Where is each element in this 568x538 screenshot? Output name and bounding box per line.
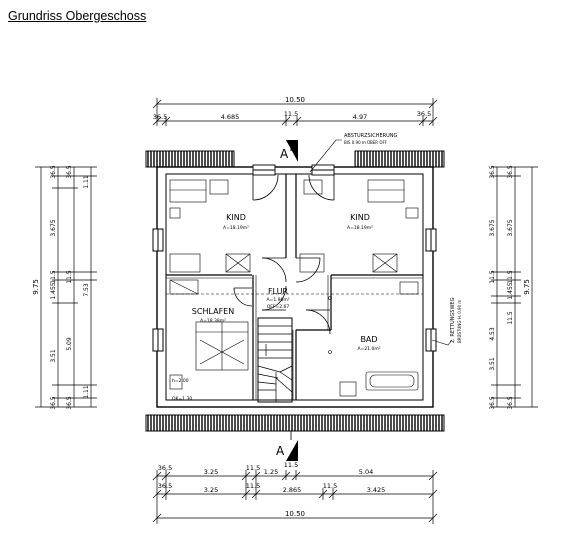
schlafen-note-1: h=2.00 xyxy=(172,378,189,384)
dim-bot1-wall: 36.5 xyxy=(158,464,172,472)
dim-bot2-e: 3.425 xyxy=(367,486,386,494)
dim-bot-total: 10.50 xyxy=(285,510,305,518)
dim-left-a3: 3.675 xyxy=(50,219,57,236)
interior-walls xyxy=(166,174,423,400)
room-bad-area: A=21.0m² xyxy=(357,346,380,352)
dim-left-a4: 11.5 xyxy=(50,270,57,284)
dim-right-a3: 11.5 xyxy=(489,270,496,284)
staircase xyxy=(257,317,293,403)
dim-top-right-wall: 36.5 xyxy=(417,110,431,118)
left-dimension-chain xyxy=(35,166,97,408)
roof-band-top-left xyxy=(145,150,235,168)
dim-right-a4: 4.53 xyxy=(489,327,496,341)
callout-rettungsweg xyxy=(431,339,453,346)
top-dimension-chain xyxy=(152,98,438,126)
gable-windows-top xyxy=(252,164,335,176)
dim-top-right: 4.97 xyxy=(353,113,367,121)
dim-right-b3: 11.5 xyxy=(507,270,514,284)
dim-right-a6: 36.5 xyxy=(489,396,496,410)
dim-right-a2: 3.675 xyxy=(489,219,496,236)
dim-right-b2: 3.675 xyxy=(507,219,514,236)
furniture-bad xyxy=(328,281,419,397)
absturz-title: ABSTURZSICHERUNG xyxy=(344,133,397,139)
room-schlafen-label: SCHLAFEN xyxy=(192,307,234,316)
dim-right-b5: 11.5 xyxy=(507,311,514,325)
rettungsweg-title: 2. RETTUNGSWEG xyxy=(450,297,456,343)
room-kind-left-label: KIND xyxy=(226,213,246,222)
outer-walls xyxy=(156,166,434,408)
dim-bot2-b: 11.5 xyxy=(246,482,260,490)
furniture-kind-right xyxy=(299,179,419,273)
dim-left-a2: 1.11 xyxy=(83,175,90,189)
section-marker-top-label: A xyxy=(280,147,289,161)
bottom-dimension-chain xyxy=(152,470,438,524)
dim-right-a5: 3.51 xyxy=(489,357,496,371)
page-title: Grundriss Obergeschoss xyxy=(8,9,147,23)
dim-top-total: 10.50 xyxy=(285,96,305,104)
callout-absturzsicherung xyxy=(309,139,342,173)
room-flur-opening: OFF=2.67 xyxy=(267,304,290,310)
rettungsweg-note: BRÜSTUNG H. 0.90 m xyxy=(457,300,462,343)
dim-top-mid: 11.5 xyxy=(284,110,298,118)
absturz-note: BIS 0.90 m ÜBER OFF xyxy=(344,140,388,145)
room-kind-right-area: A=18.19m² xyxy=(347,225,373,231)
dim-bot1-e: 5.04 xyxy=(359,468,373,476)
dim-left-b3: 36.5 xyxy=(66,165,73,179)
section-marker-top: A xyxy=(280,140,298,162)
dim-top-left: 4.685 xyxy=(221,113,240,121)
roof-band-bottom xyxy=(145,414,445,432)
dim-bot1-b: 11.5 xyxy=(246,464,260,472)
dim-left-total: 9.75 xyxy=(32,279,40,295)
schlafen-note-2: OK=1.30 xyxy=(172,396,192,402)
dim-left-a1: 36.5 xyxy=(50,165,57,179)
dim-left-a8: 1.11 xyxy=(83,385,90,399)
right-dimension-chain xyxy=(491,166,538,408)
room-bad-label: BAD xyxy=(360,335,377,344)
dim-left-b1: 7.53 xyxy=(83,283,90,297)
room-kind-left-area: A=18.19m² xyxy=(223,225,249,231)
room-kind-right-label: KIND xyxy=(350,213,370,222)
room-flur-area: A=1.96m² xyxy=(266,297,289,303)
dim-left-b2: 11.5 xyxy=(66,270,73,284)
dim-right-b1: 36.5 xyxy=(507,165,514,179)
section-marker-bottom-label: A xyxy=(276,444,285,458)
roof-band-top-right xyxy=(354,150,445,168)
dim-bot2-wall: 36.5 xyxy=(158,482,172,490)
dim-bot2-c: 2.865 xyxy=(283,486,302,494)
furniture-schlafen xyxy=(169,279,249,390)
dim-right-total: 9.75 xyxy=(523,279,531,295)
side-windows xyxy=(152,228,437,352)
room-flur-label: FLUR xyxy=(268,287,289,296)
dim-right-a1: 36.5 xyxy=(489,165,496,179)
doors xyxy=(233,174,335,335)
dim-left-a7: 3.51 xyxy=(50,349,57,363)
dim-right-b4: 1.455 xyxy=(507,282,514,299)
furniture-kind-left xyxy=(169,179,251,273)
dim-left-a9b: 36.5 xyxy=(66,396,73,410)
dim-bot1-c: 1.25 xyxy=(264,468,278,476)
dim-bot1-d: 11.5 xyxy=(284,461,298,469)
dim-left-a6: 5.09 xyxy=(66,337,73,351)
dim-top-left-wall: 36.5 xyxy=(153,113,167,121)
dim-right-b6: 36.5 xyxy=(507,396,514,410)
dim-bot1-a: 3.25 xyxy=(204,468,218,476)
dim-left-a9: 36.5 xyxy=(50,396,57,410)
dim-bot2-a: 3.25 xyxy=(204,486,218,494)
dim-left-a5: 1.455 xyxy=(50,282,57,299)
section-marker-bottom: A xyxy=(276,431,298,461)
room-schlafen-area: A=18.38m² xyxy=(200,318,226,324)
dim-bot2-d: 11.5 xyxy=(323,482,337,490)
